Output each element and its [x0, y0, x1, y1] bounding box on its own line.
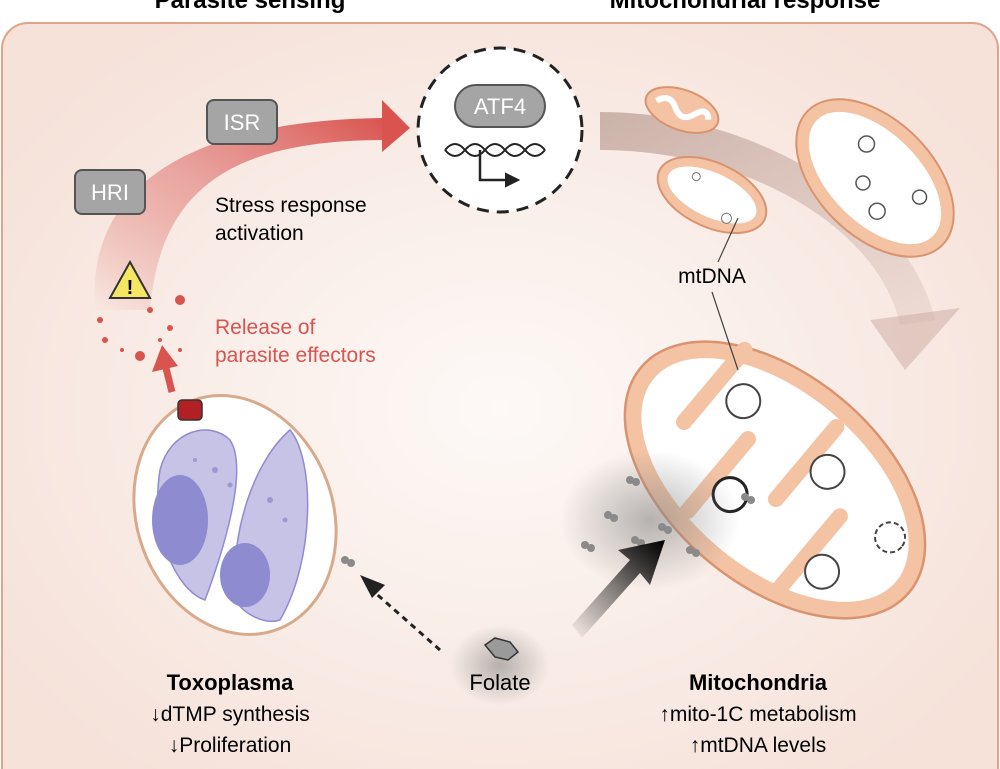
- mtdna-pointers: [711, 217, 739, 371]
- down-arrow-icon: ↓: [150, 703, 161, 726]
- warning-icon: !: [108, 259, 152, 299]
- up-arrow-icon: ↑: [690, 734, 701, 757]
- toxoplasma-item-1: ↓dTMP synthesis: [150, 703, 310, 726]
- dna-icon: [444, 143, 546, 188]
- folate-to-mitochondria-arrow: [572, 540, 665, 638]
- mitochondrion-small-2: [656, 156, 768, 234]
- mitochondria-item-1: ↑mito-1C metabolism: [659, 703, 856, 726]
- secretory-organelle: [177, 399, 203, 421]
- stress-label-1: Stress response: [215, 194, 367, 217]
- svg-text:!: !: [127, 277, 134, 299]
- release-label-1: Release of: [215, 316, 316, 339]
- header-parasite-sensing: Parasite sensing: [155, 0, 346, 14]
- atf4-box: [454, 84, 546, 128]
- hri-label: HRI: [91, 180, 129, 205]
- isr-label: ISR: [224, 110, 261, 135]
- release-label-2: parasite effectors: [215, 344, 376, 367]
- stress-label-2: activation: [215, 222, 304, 245]
- toxoplasma-item-2: ↓Proliferation: [169, 734, 292, 757]
- atf4-label: ATF4: [474, 94, 526, 119]
- toxoplasma-cell: [132, 394, 338, 636]
- mtdna-label: mtDNA: [678, 265, 746, 288]
- folate-shade: [450, 625, 550, 705]
- hri-box: [74, 169, 146, 215]
- folate-molecules: [341, 476, 755, 567]
- release-arrow: [152, 345, 178, 393]
- folate-to-toxoplasma-arrow: [360, 575, 441, 652]
- header-mitochondrial-response: Mitochondrial response: [610, 0, 881, 14]
- stress-arrow: [94, 100, 410, 310]
- atf4-nucleus: [416, 46, 584, 214]
- mitochondria-title: Mitochondria: [689, 670, 828, 695]
- mitochondrion-medium: [795, 98, 955, 258]
- isr-box: [206, 99, 278, 145]
- mitochondria-item-2: ↑mtDNA levels: [690, 734, 827, 757]
- folate-icon: [483, 637, 520, 661]
- down-arrow-icon: ↓: [169, 734, 180, 757]
- folate-label: Folate: [469, 670, 530, 695]
- effector-dots: [97, 295, 185, 361]
- toxoplasma-title: Toxoplasma: [167, 670, 295, 695]
- up-arrow-icon: ↑: [659, 703, 670, 726]
- mitochondrion-small-1: [644, 86, 720, 134]
